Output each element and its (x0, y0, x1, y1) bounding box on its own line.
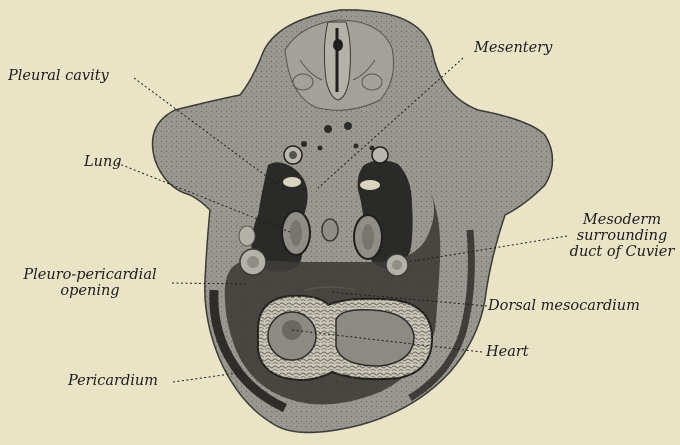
label-pleuro-pericardial-line2: opening (6, 283, 174, 299)
label-mesoderm-surrounding-duct: Mesoderm surrounding duct of Cuvier (566, 212, 678, 260)
heart-chamber-right (336, 310, 414, 366)
label-pleuro-pericardial-line1: Pleuro-pericardial (6, 267, 174, 283)
label-mesoderm-line3: duct of Cuvier (566, 244, 678, 260)
label-pleural-cavity: Pleural cavity (8, 68, 109, 84)
label-mesentery: Mesentery (474, 40, 552, 56)
label-lung: Lung (84, 154, 122, 170)
label-dorsal-mesocardium: Dorsal mesocardium (488, 298, 640, 314)
label-pericardium: Pericardium (68, 373, 158, 389)
label-mesoderm-line1: Mesoderm (566, 212, 678, 228)
label-heart: Heart (486, 344, 529, 360)
label-mesoderm-line2: surrounding (566, 228, 678, 244)
label-pleuro-pericardial-opening: Pleuro-pericardial opening (6, 267, 174, 299)
